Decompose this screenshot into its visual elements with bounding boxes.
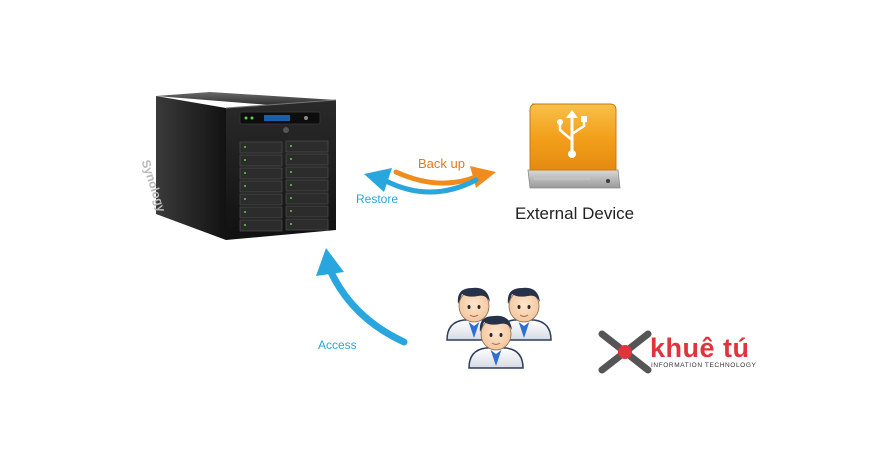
restore-label: Restore bbox=[356, 192, 399, 206]
access-arrow bbox=[316, 248, 408, 346]
users-group-image bbox=[446, 287, 552, 369]
restore-arrow bbox=[364, 168, 479, 195]
backup-label: Back up bbox=[418, 156, 465, 171]
nas-server-image bbox=[156, 92, 337, 240]
usb-icon bbox=[557, 110, 587, 158]
logo-name: khuê tú bbox=[650, 333, 750, 363]
access-label: Access bbox=[318, 338, 357, 352]
external-drive-image bbox=[527, 103, 621, 189]
external-device-label: External Device bbox=[515, 204, 635, 223]
khue-tu-logo-mark bbox=[598, 330, 652, 374]
logo-tagline: INFORMATION TECHNOLOGY bbox=[651, 362, 757, 369]
